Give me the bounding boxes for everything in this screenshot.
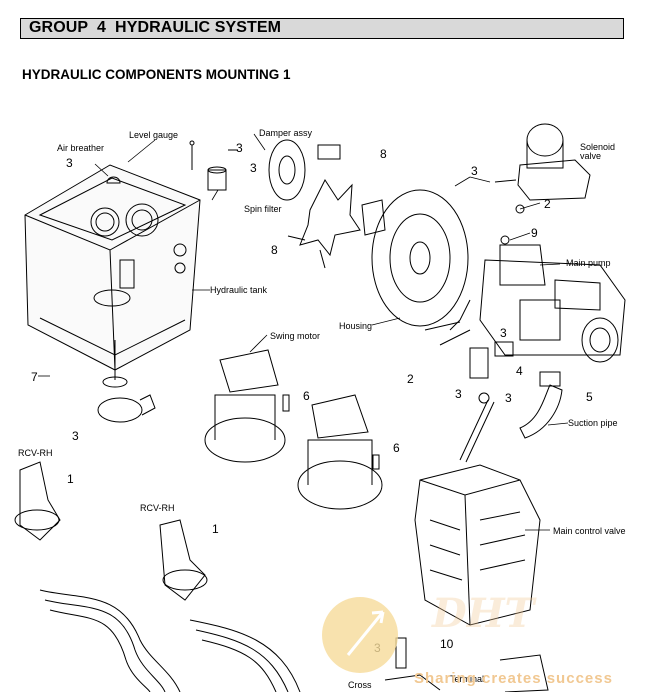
section-title: HYDRAULIC COMPONENTS MOUNTING 1: [22, 67, 291, 82]
label-suction-pipe: Suction pipe: [568, 418, 618, 428]
housing-drawing: [371, 189, 471, 346]
callout-8a: 8: [380, 147, 387, 161]
hydraulic-tank-drawing: [24, 164, 201, 423]
label-solenoid-valve-1: Solenoid: [580, 142, 615, 152]
callout-8b: 8: [271, 243, 278, 257]
label-level-gauge: Level gauge: [129, 130, 178, 140]
label-housing: Housing: [339, 321, 372, 331]
label-rcv-rh-1: RCV-RH: [18, 448, 53, 458]
cross-terminal-drawing: [384, 637, 549, 692]
label-damper-assy: Damper assy: [259, 128, 313, 138]
callout-3h: 3: [72, 429, 79, 443]
callout-3b: 3: [236, 141, 243, 155]
group-header: GROUP 4 HYDRAULIC SYSTEM: [20, 18, 624, 39]
callout-2a: 2: [544, 197, 551, 211]
watermark-logo: DHT: [432, 590, 535, 637]
group-title: GROUP 4 HYDRAULIC SYSTEM: [29, 19, 282, 36]
callout-3c: 3: [250, 161, 257, 175]
solenoid-valve-drawing: [494, 123, 591, 214]
hoses-drawing: [39, 589, 301, 692]
suction-pipe-drawing: [459, 341, 563, 463]
label-swing-motor: Swing motor: [270, 331, 320, 341]
callout-9: 9: [531, 226, 538, 240]
rcv-drawing: [14, 461, 208, 601]
callout-3e: 3: [500, 326, 507, 340]
callout-4: 4: [516, 364, 523, 378]
callout-7: 7: [31, 370, 38, 384]
label-main-pump: Main pump: [566, 258, 611, 268]
label-rcv-rh-2: RCV-RH: [140, 503, 175, 513]
label-air-breather: Air breather: [57, 143, 104, 153]
callout-3a: 3: [66, 156, 73, 170]
main-control-valve-drawing: [414, 464, 541, 626]
watermark-badge: [322, 597, 398, 673]
leader-lines: [38, 133, 569, 531]
label-terminal: Terminal: [450, 674, 484, 684]
callout-1a: 1: [67, 472, 74, 486]
main-pump-drawing: [449, 235, 626, 363]
watermark-text: Sharing creates success: [414, 670, 613, 687]
label-cross: Cross: [348, 680, 372, 690]
damper-assy-drawing: [268, 139, 386, 269]
callout-2b: 2: [407, 372, 414, 386]
callout-3g: 3: [505, 391, 512, 405]
label-hydraulic-tank: Hydraulic tank: [210, 285, 268, 295]
callout-6a: 6: [303, 389, 310, 403]
label-spin-filter: Spin filter: [244, 204, 282, 214]
callout-3f: 3: [455, 387, 462, 401]
swing-motor-drawing: [204, 349, 383, 510]
callout-10: 10: [440, 637, 454, 651]
callout-3d: 3: [471, 164, 478, 178]
callout-6b: 6: [393, 441, 400, 455]
callout-5: 5: [586, 390, 593, 404]
label-solenoid-valve-2: valve: [580, 151, 601, 161]
callout-1b: 1: [212, 522, 219, 536]
level-gauge-drawing: [189, 140, 238, 191]
label-main-control-valve: Main control valve: [553, 526, 626, 536]
